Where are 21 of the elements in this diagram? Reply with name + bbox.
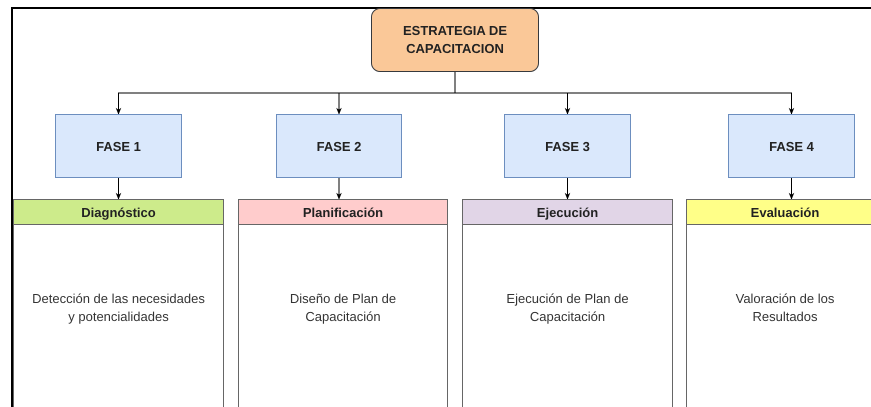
phase-box: FASE 2: [276, 114, 402, 178]
lane-description: Ejecución de Plan de Capacitación: [505, 290, 630, 326]
root-box: ESTRATEGIA DE CAPACITACION: [371, 8, 539, 72]
lane-description: Detección de las necesidades y potencialidades: [31, 290, 206, 326]
phase-box: FASE 3: [504, 114, 631, 178]
lane-panel: [462, 199, 673, 407]
lane-description: Valoración de los Resultados: [734, 290, 836, 326]
lane-header: Planificación: [239, 200, 447, 225]
lane-header: Ejecución: [463, 200, 672, 225]
arrow: [564, 178, 570, 200]
arrow: [336, 178, 342, 200]
lane-panel: [13, 199, 224, 407]
lane-panel: [686, 199, 871, 407]
lane-panel: [238, 199, 448, 407]
phase-box: FASE 4: [728, 114, 855, 178]
arrow: [788, 178, 794, 200]
arrow: [116, 178, 122, 200]
lane-header: Evaluación: [687, 200, 871, 225]
phase-box: FASE 1: [55, 114, 182, 178]
lane-header: Diagnóstico: [14, 200, 223, 225]
lane-description: Diseño de Plan de Capacitación: [288, 290, 398, 326]
